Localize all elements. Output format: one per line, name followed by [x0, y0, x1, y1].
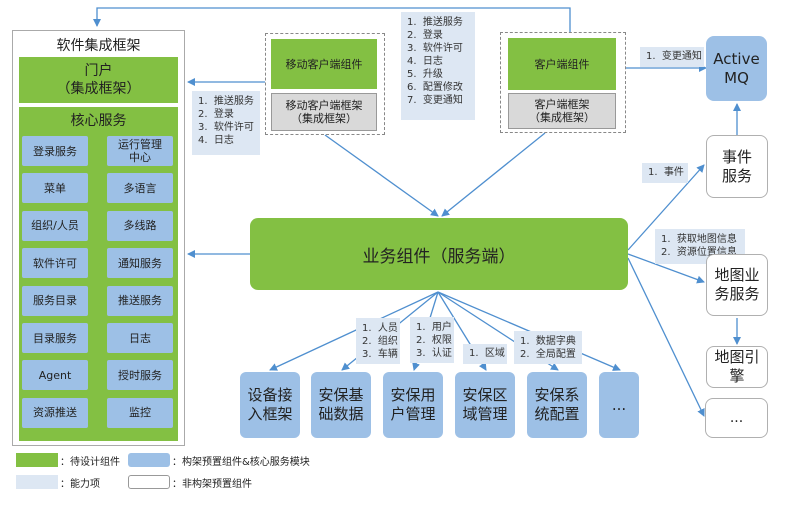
client-framework[interactable]: 客户端框架 （集成框架）: [508, 93, 616, 129]
business-component-box[interactable]: 业务组件（服务端）: [250, 218, 628, 290]
portal-box[interactable]: 门户 （集成框架）: [19, 57, 178, 103]
client-group: [500, 32, 626, 133]
business-to-more-arrow: [627, 257, 705, 417]
caps-left-list: 1. 推送服务 2. 登录 3. 软件许可 4. 日志: [192, 91, 260, 155]
framework-title: 软件集成框架: [56, 38, 141, 54]
core-service-3-1[interactable]: 通知服务: [107, 248, 173, 279]
legend-white-label: ：非构架预置组件: [172, 479, 252, 490]
client-component[interactable]: 客户端组件: [508, 38, 616, 90]
mobile-client-component[interactable]: 移动客户端组件: [271, 39, 377, 89]
legend-green-label: ：待设计组件: [60, 457, 120, 468]
core-services-title: 核心服务: [70, 113, 127, 129]
caps-mq-list: 1. 变更通知: [640, 47, 704, 67]
event-service-box[interactable]: 事件 服务: [706, 135, 768, 198]
core-service-6-0[interactable]: Agent: [22, 360, 88, 391]
core-service-7-1[interactable]: 监控: [107, 397, 173, 428]
right-more-box[interactable]: ...: [705, 398, 768, 438]
module-box-5[interactable]: 安保系 统配置: [527, 372, 587, 438]
caps-bottom-4: 1. 数据字典 2. 全局配置: [514, 331, 582, 364]
legend-green-swatch: [16, 453, 58, 467]
client-to-business-arrow: [441, 132, 546, 217]
legend-blue-label: ：构架预置组件&核心服务模块: [172, 457, 310, 468]
core-service-1-1[interactable]: 多语言: [107, 173, 173, 204]
portal-label: 门户: [84, 63, 113, 79]
module-box-1[interactable]: 设备接 入框架: [240, 372, 300, 438]
caps-event-list: 1. 事件: [642, 163, 688, 183]
caps-bottom-2: 1. 用户 2. 权限 3. 认证: [410, 317, 454, 363]
module-box-6[interactable]: ...: [599, 372, 639, 438]
core-service-3-0[interactable]: 软件许可: [22, 248, 88, 279]
legend-blue-swatch: [128, 453, 170, 467]
caps-bottom-1: 1. 人员 2. 组织 3. 车辆: [356, 318, 400, 364]
top-return-line: [93, 7, 571, 32]
mobile-client-group: [265, 33, 385, 135]
caps-top-list: 1. 推送服务 2. 登录 3. 软件许可 4. 日志 5. 升级 6. 配置修…: [401, 12, 475, 120]
core-service-2-0[interactable]: 组织/人员: [22, 210, 88, 241]
core-service-5-0[interactable]: 目录服务: [22, 323, 88, 353]
core-service-6-1[interactable]: 授时服务: [107, 360, 173, 391]
legend-pale-swatch: [16, 475, 58, 489]
module-box-3[interactable]: 安保用 户管理: [383, 372, 443, 438]
module-box-2[interactable]: 安保基 础数据: [311, 372, 371, 438]
legend-white-swatch: [128, 475, 170, 489]
core-service-7-0[interactable]: 资源推送: [22, 397, 88, 428]
mobile-to-business-arrow: [324, 134, 439, 217]
core-service-4-1[interactable]: 推送服务: [107, 285, 173, 316]
core-service-4-0[interactable]: 服务目录: [22, 285, 88, 316]
portal-sublabel: （集成框架）: [56, 81, 141, 97]
map-engine-box[interactable]: 地图引 擎: [706, 346, 768, 388]
caps-bottom-3: 1. 区域: [463, 344, 507, 364]
mobile-client-framework[interactable]: 移动客户端框架 （集成框架）: [271, 93, 377, 131]
core-service-0-0[interactable]: 登录服务: [22, 136, 88, 166]
core-service-5-1[interactable]: 日志: [107, 323, 173, 353]
map-service-box[interactable]: 地图业 务服务: [706, 254, 768, 316]
legend-pale-label: ：能力项: [60, 479, 100, 490]
core-service-1-0[interactable]: 菜单: [22, 173, 88, 204]
core-service-0-1[interactable]: 运行管理 中心: [107, 136, 173, 166]
activemq-box[interactable]: Active MQ: [706, 36, 767, 101]
core-service-2-1[interactable]: 多线路: [107, 210, 173, 241]
module-box-4[interactable]: 安保区 域管理: [455, 372, 515, 438]
